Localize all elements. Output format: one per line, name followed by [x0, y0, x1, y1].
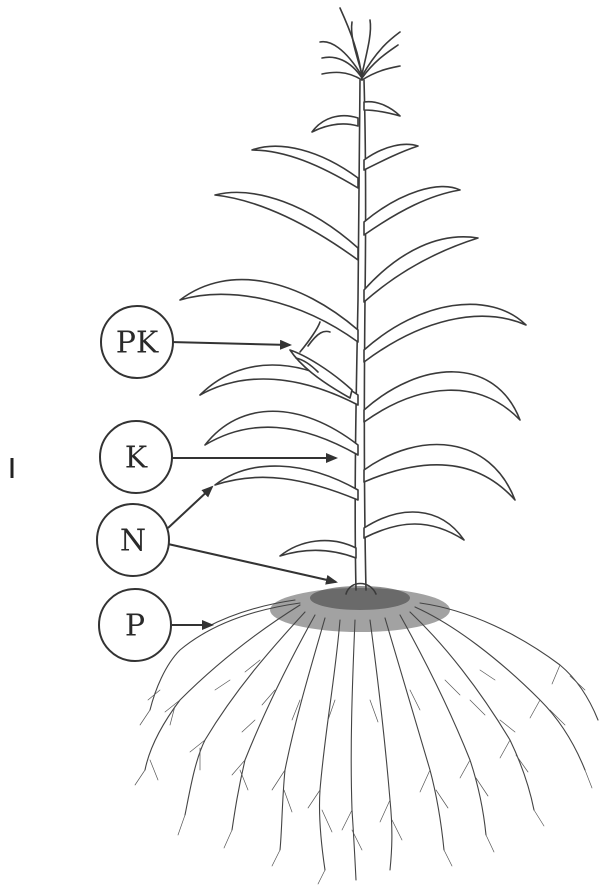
pk-arrow: [170, 342, 290, 345]
callout-pk: PK: [101, 306, 173, 378]
pk-label: PK: [116, 326, 159, 361]
n-label: N: [120, 524, 146, 559]
callout-p: P: [99, 589, 171, 661]
corn-leaves: [180, 102, 526, 558]
root-system: [135, 586, 598, 884]
callout-n: N: [97, 504, 169, 576]
p-label: P: [125, 609, 145, 644]
k-label: K: [125, 441, 148, 476]
n-arrow-leaf: [168, 487, 212, 528]
corn-tassel: [320, 8, 400, 80]
callout-k: K: [100, 421, 172, 493]
